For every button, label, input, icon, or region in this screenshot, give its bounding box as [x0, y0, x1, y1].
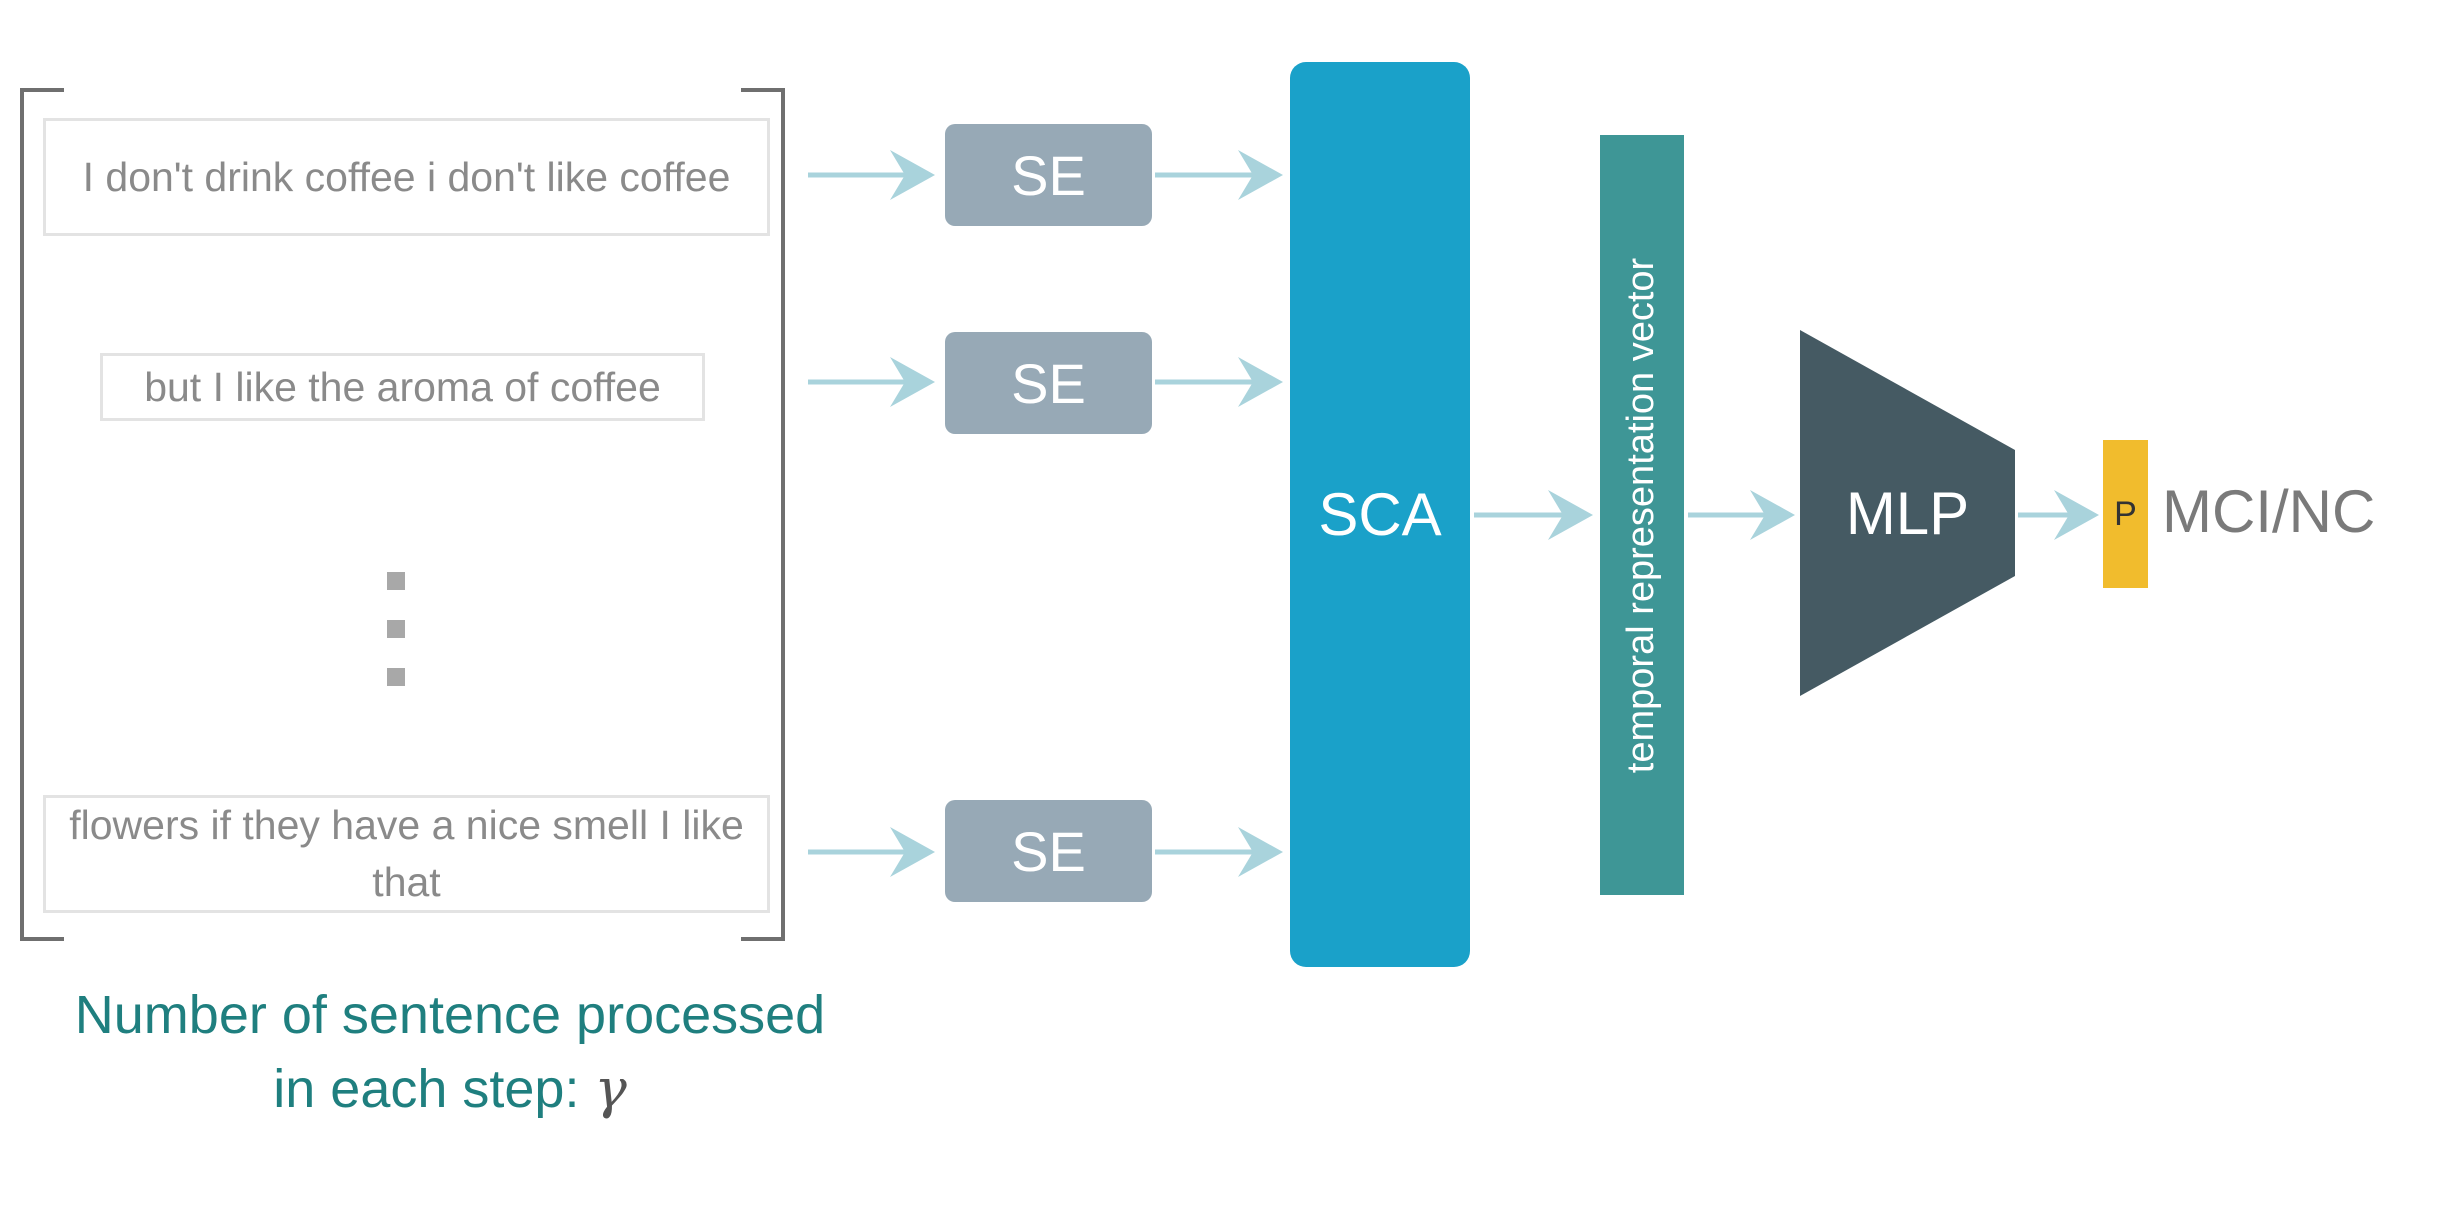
output-label: MCI/NC	[2162, 478, 2376, 545]
caption: Number of sentence processed in each ste…	[15, 978, 885, 1126]
mlp-block: MLP	[1800, 330, 2015, 696]
sentence-box: flowers if they have a nice smell I like…	[43, 795, 770, 913]
sentence-group-bracket	[20, 88, 785, 941]
temporal-vector-label: temporal representation vector	[1620, 257, 1663, 773]
sentence-box: I don't drink coffee i don't like coffee	[43, 118, 770, 236]
caption-line2: in each step:	[273, 1059, 580, 1119]
sentence-encoder-box: SE	[945, 124, 1152, 226]
caption-line1: Number of sentence processed	[74, 985, 826, 1045]
mlp-label: MLP	[1845, 479, 1970, 547]
sentence-box: but I like the aroma of coffee	[100, 353, 705, 421]
mlp-trapezoid	[1800, 330, 2015, 696]
sentence-encoder-box: SE	[945, 332, 1152, 434]
left-bracket	[20, 88, 64, 941]
probability-box: P	[2103, 440, 2148, 588]
right-bracket	[741, 88, 785, 941]
gamma-symbol: γ	[594, 1057, 627, 1120]
attention-block: SCA	[1290, 62, 1470, 967]
caption-line2-wrap: in each step: γ	[15, 1052, 885, 1126]
sentence-encoder-box: SE	[945, 800, 1152, 902]
temporal-vector-block: temporal representation vector	[1600, 135, 1684, 895]
ellipsis-dots	[387, 572, 405, 716]
